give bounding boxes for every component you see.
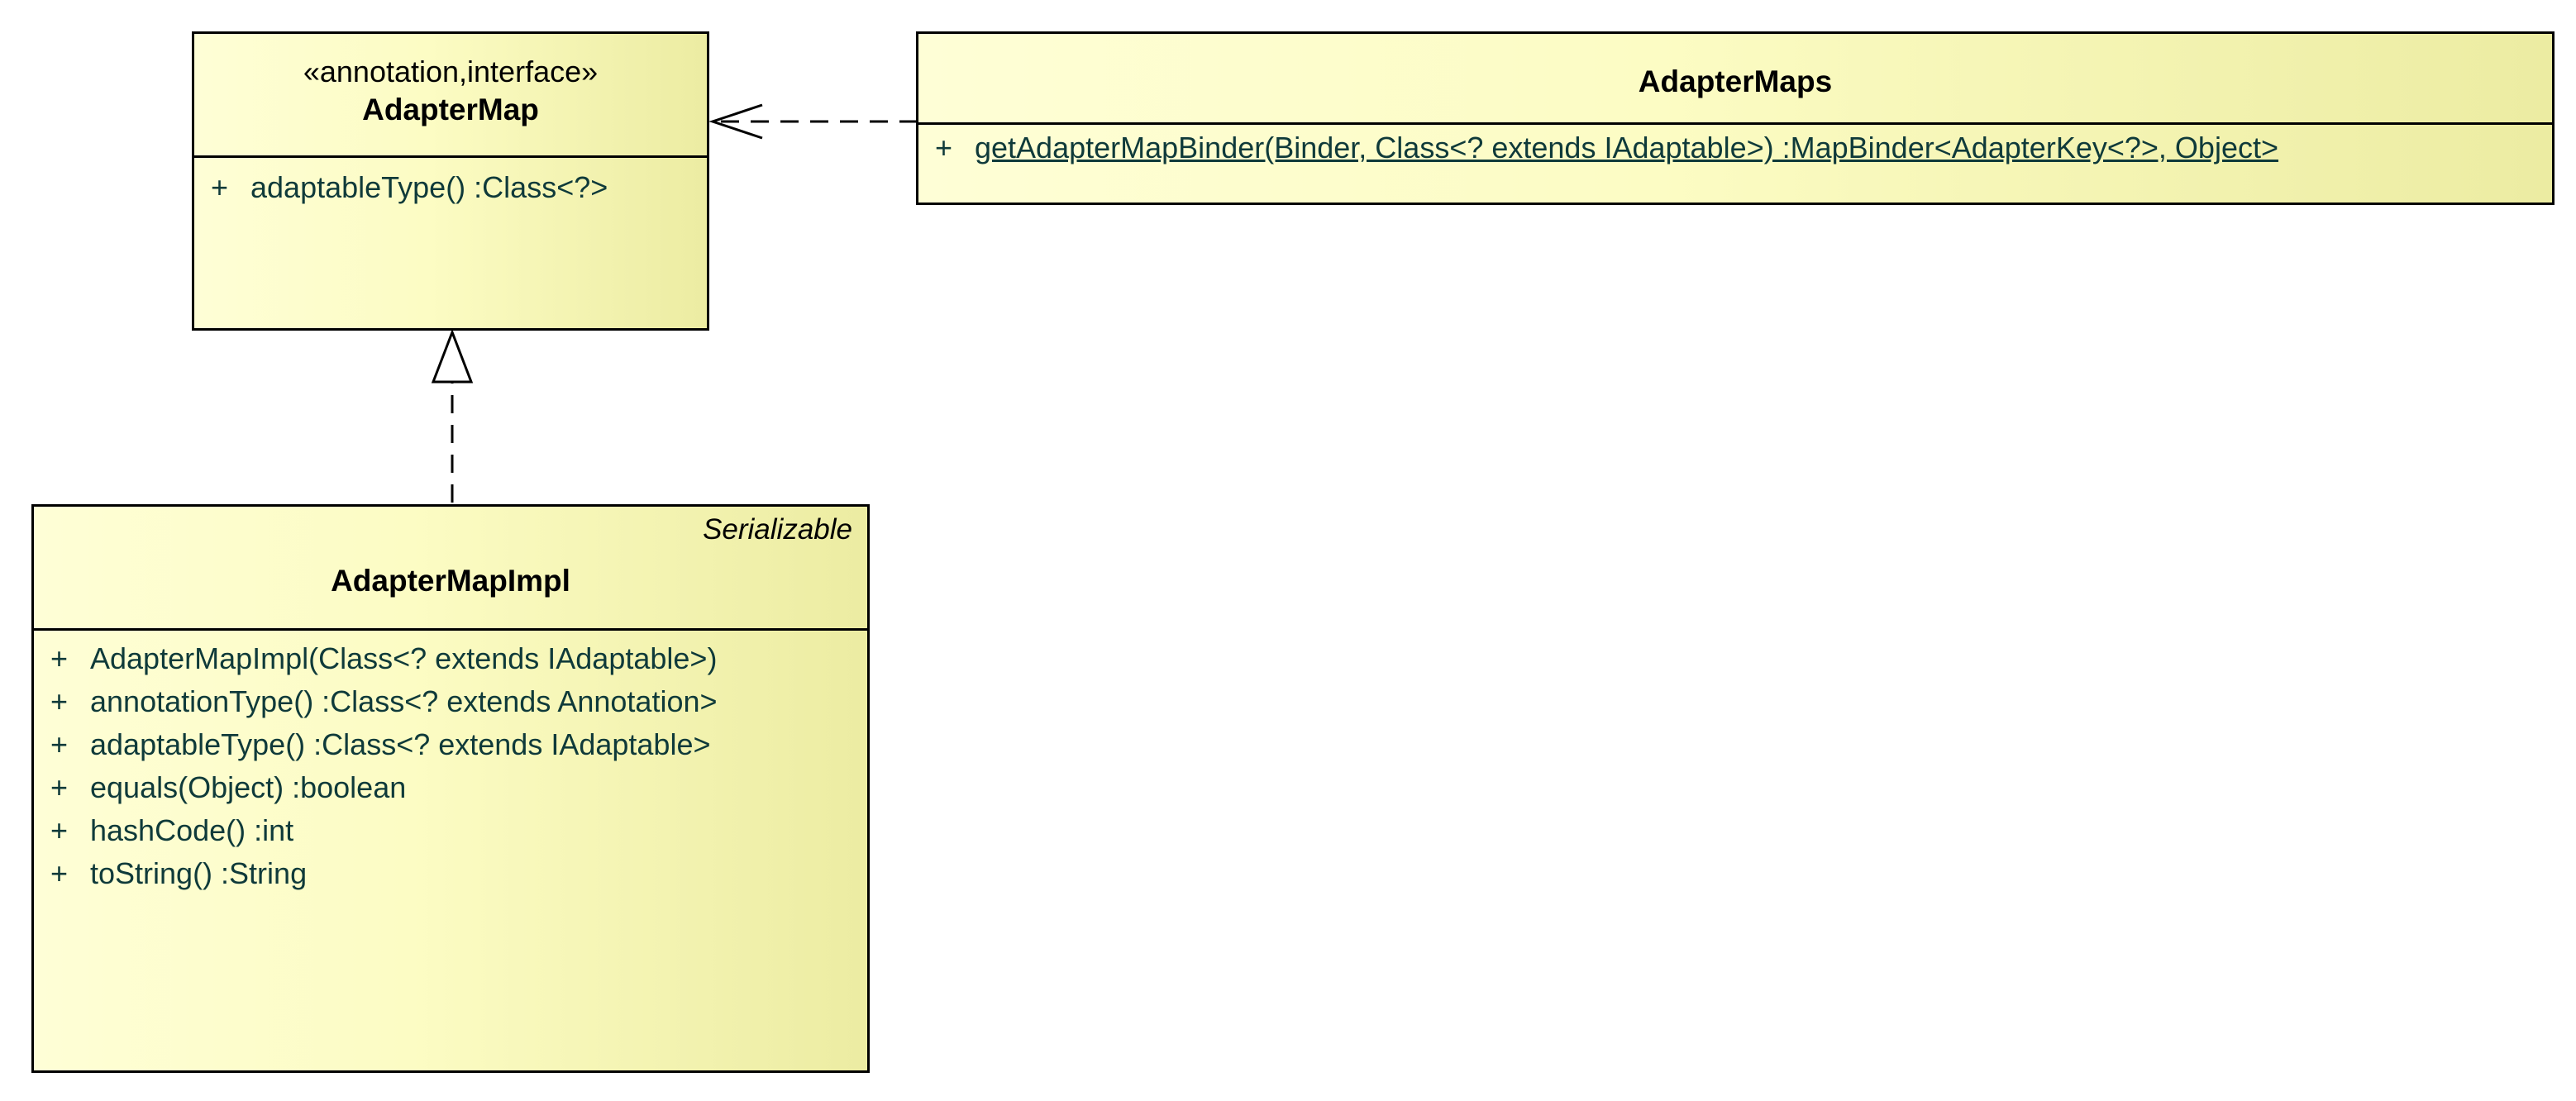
visibility-marker: + <box>50 684 69 718</box>
visibility-marker: + <box>935 131 953 164</box>
method-signature: AdapterMapImpl(Class<? extends IAdaptabl… <box>90 641 718 675</box>
stereotype-label: «annotation,interface» <box>303 55 599 88</box>
method-row[interactable]: + AdapterMapImpl(Class<? extends IAdapta… <box>34 637 867 680</box>
method-row[interactable]: + adaptableType() :Class<? extends IAdap… <box>34 723 867 766</box>
class-name: AdapterMapImpl <box>331 564 570 598</box>
visibility-marker: + <box>50 641 69 675</box>
hollow-triangle-arrowhead <box>431 328 474 384</box>
visibility-marker: + <box>50 727 69 761</box>
class-box-adapter-maps[interactable]: AdapterMaps + getAdapterMapBinder(Binder… <box>916 31 2555 205</box>
method-row[interactable]: + annotationType() :Class<? extends Anno… <box>34 680 867 723</box>
visibility-marker: + <box>50 813 69 847</box>
dependency-arrow <box>708 103 918 140</box>
class-header: «annotation,interface» AdapterMap <box>194 34 707 158</box>
method-signature: hashCode() :int <box>90 813 294 847</box>
method-row[interactable]: + equals(Object) :boolean <box>34 766 867 809</box>
method-signature: toString() :String <box>90 856 308 890</box>
open-arrowhead <box>708 103 763 140</box>
method-row[interactable]: + adaptableType() :Class<?> <box>194 166 707 209</box>
member-list: + AdapterMapImpl(Class<? extends IAdapta… <box>34 631 867 895</box>
realization-arrow <box>431 328 474 503</box>
class-header: Serializable AdapterMapImpl <box>34 507 867 631</box>
method-signature: adaptableType() :Class<? extends IAdapta… <box>90 727 711 761</box>
member-list: + adaptableType() :Class<?> <box>194 158 707 209</box>
class-header: AdapterMaps <box>918 34 2552 125</box>
method-signature: adaptableType() :Class<?> <box>250 170 608 204</box>
member-list: + getAdapterMapBinder(Binder, Class<? ex… <box>918 125 2552 169</box>
method-row[interactable]: + toString() :String <box>34 852 867 895</box>
class-box-adapter-map[interactable]: «annotation,interface» AdapterMap + adap… <box>192 31 709 331</box>
method-row[interactable]: + getAdapterMapBinder(Binder, Class<? ex… <box>918 126 2552 169</box>
visibility-marker: + <box>50 770 69 804</box>
method-signature: equals(Object) :boolean <box>90 770 407 804</box>
method-signature: annotationType() :Class<? extends Annota… <box>90 684 718 718</box>
visibility-marker: + <box>211 170 229 204</box>
visibility-marker: + <box>50 856 69 890</box>
method-signature: getAdapterMapBinder(Binder, Class<? exte… <box>975 131 2278 164</box>
class-box-adapter-map-impl[interactable]: Serializable AdapterMapImpl + AdapterMap… <box>31 504 870 1073</box>
interface-tag: Serializable <box>703 513 852 546</box>
method-row[interactable]: + hashCode() :int <box>34 809 867 852</box>
class-name: AdapterMap <box>362 93 539 126</box>
class-name: AdapterMaps <box>1638 64 1833 98</box>
